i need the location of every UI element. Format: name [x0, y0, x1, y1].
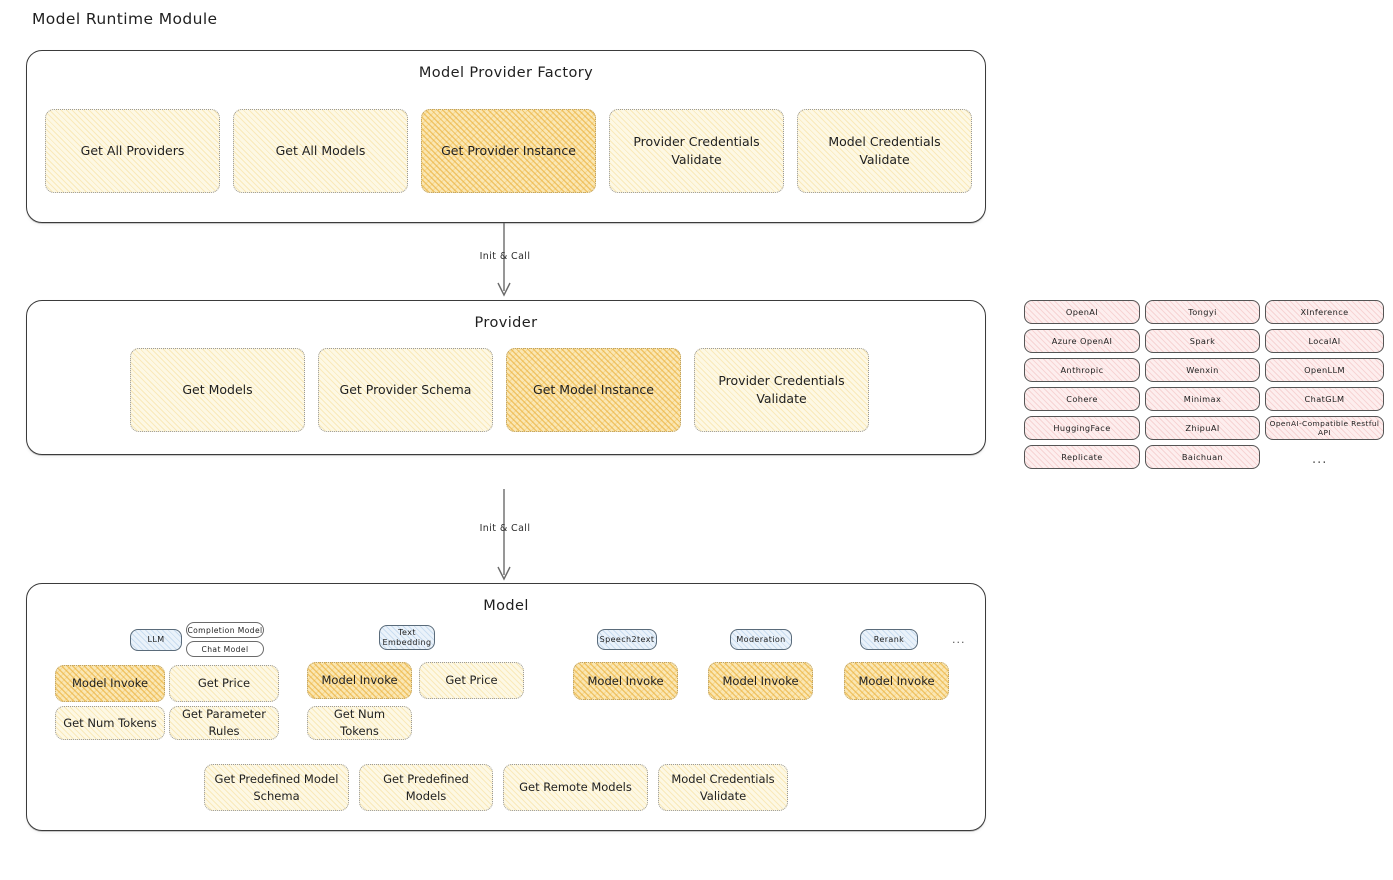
- text-embedding-method-model-invoke[interactable]: Model Invoke: [307, 662, 412, 699]
- provider-chip-baichuan[interactable]: Baichuan: [1145, 445, 1260, 469]
- model-subtype-chip-chat-model[interactable]: Chat Model: [186, 641, 264, 657]
- model-type-chip-llm[interactable]: LLM: [130, 629, 182, 651]
- provider-chip-openai-compatible-restful-api[interactable]: OpenAI-Compatible Restful API: [1265, 416, 1384, 440]
- llm-method-get-num-tokens[interactable]: Get Num Tokens: [55, 706, 165, 740]
- provider-chip-replicate[interactable]: Replicate: [1024, 445, 1140, 469]
- arrow-factory-to-provider: [497, 223, 511, 297]
- provider-chip-huggingface[interactable]: HuggingFace: [1024, 416, 1140, 440]
- model-type-chip-speech2text[interactable]: Speech2text: [597, 629, 657, 650]
- provider-chip-zhipuai[interactable]: ZhipuAI: [1145, 416, 1260, 440]
- provider-chip-azure-openai[interactable]: Azure OpenAI: [1024, 329, 1140, 353]
- factory-box-get-provider-instance[interactable]: Get Provider Instance: [421, 109, 596, 193]
- provider-chip-localai[interactable]: LocalAI: [1265, 329, 1384, 353]
- arrow-provider-to-model: [497, 489, 511, 581]
- panel-title-provider: Provider: [474, 315, 538, 331]
- provider-implementations-list: OpenAI Azure OpenAI Anthropic Cohere Hug…: [1024, 300, 1384, 475]
- model-shared-get-predefined-model-schema[interactable]: Get Predefined Model Schema: [204, 764, 349, 811]
- provider-box-get-model-instance[interactable]: Get Model Instance: [506, 348, 681, 432]
- panel-title-model: Model: [483, 598, 529, 614]
- model-shared-get-remote-models[interactable]: Get Remote Models: [503, 764, 648, 811]
- provider-box-get-provider-schema[interactable]: Get Provider Schema: [318, 348, 493, 432]
- arrow-label-init-call-2: Init & Call: [479, 523, 531, 534]
- panel-model-provider-factory: Model Provider Factory Get All Providers…: [26, 50, 986, 223]
- llm-method-get-price[interactable]: Get Price: [169, 665, 279, 702]
- factory-box-provider-credentials-validate[interactable]: Provider Credentials Validate: [609, 109, 784, 193]
- provider-chip-anthropic[interactable]: Anthropic: [1024, 358, 1140, 382]
- panel-provider: Provider Get Models Get Provider Schema …: [26, 300, 995, 470]
- model-shared-model-credentials-validate[interactable]: Model Credentials Validate: [658, 764, 788, 811]
- factory-box-get-all-providers[interactable]: Get All Providers: [45, 109, 220, 193]
- factory-box-model-credentials-validate[interactable]: Model Credentials Validate: [797, 109, 972, 193]
- model-type-chip-moderation[interactable]: Moderation: [730, 629, 792, 650]
- provider-chip-openllm[interactable]: OpenLLM: [1265, 358, 1384, 382]
- provider-box-get-models[interactable]: Get Models: [130, 348, 305, 432]
- provider-chip-spark[interactable]: Spark: [1145, 329, 1260, 353]
- provider-chip-cohere[interactable]: Cohere: [1024, 387, 1140, 411]
- provider-chip-wenxin[interactable]: Wenxin: [1145, 358, 1260, 382]
- provider-chip-chatglm[interactable]: ChatGLM: [1265, 387, 1384, 411]
- provider-list-more: ...: [1312, 452, 1328, 467]
- panel-title-factory: Model Provider Factory: [418, 65, 594, 81]
- provider-chip-minimax[interactable]: Minimax: [1145, 387, 1260, 411]
- provider-chip-xinference[interactable]: XInference: [1265, 300, 1384, 324]
- model-types-more: ...: [952, 633, 966, 646]
- provider-chip-tongyi[interactable]: Tongyi: [1145, 300, 1260, 324]
- text-embedding-method-get-price[interactable]: Get Price: [419, 662, 524, 699]
- model-subtype-chip-completion-model[interactable]: Completion Model: [186, 622, 264, 638]
- provider-chip-openai[interactable]: OpenAI: [1024, 300, 1140, 324]
- rerank-method-model-invoke[interactable]: Model Invoke: [844, 662, 949, 700]
- speech2text-method-model-invoke[interactable]: Model Invoke: [573, 662, 678, 700]
- arrow-label-init-call-1: Init & Call: [479, 251, 531, 262]
- model-type-chip-rerank[interactable]: Rerank: [860, 629, 918, 650]
- factory-box-get-all-models[interactable]: Get All Models: [233, 109, 408, 193]
- text-embedding-method-get-num-tokens[interactable]: Get Num Tokens: [307, 706, 412, 740]
- model-type-chip-text-embedding[interactable]: Text Embedding: [379, 625, 435, 650]
- moderation-method-model-invoke[interactable]: Model Invoke: [708, 662, 813, 700]
- panel-model: Model LLM Completion Model Chat Model Mo…: [26, 583, 995, 846]
- llm-method-model-invoke[interactable]: Model Invoke: [55, 665, 165, 702]
- provider-box-provider-credentials-validate[interactable]: Provider Credentials Validate: [694, 348, 869, 432]
- page-title: Model Runtime Module: [32, 10, 218, 28]
- llm-method-get-parameter-rules[interactable]: Get Parameter Rules: [169, 706, 279, 740]
- model-shared-get-predefined-models[interactable]: Get Predefined Models: [359, 764, 493, 811]
